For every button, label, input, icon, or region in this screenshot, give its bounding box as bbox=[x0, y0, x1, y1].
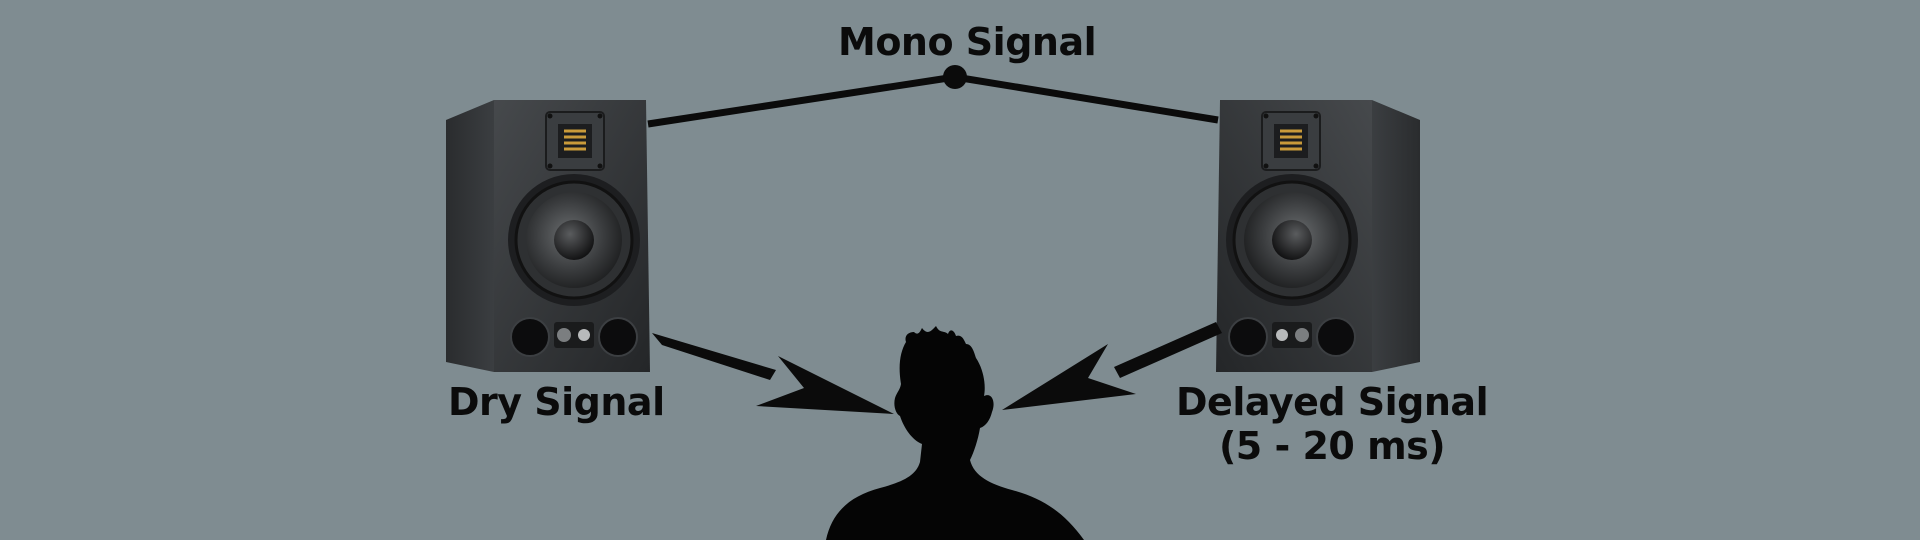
dry-arrow bbox=[652, 333, 894, 414]
mono-line-left bbox=[647, 73, 956, 128]
delayed-signal-label: Delayed Signal (5 - 20 ms) bbox=[1176, 380, 1489, 468]
dry-signal-label: Dry Signal bbox=[448, 380, 665, 424]
mono-signal-label: Mono Signal bbox=[838, 20, 1097, 64]
delayed-arrow bbox=[1002, 322, 1222, 410]
left-speaker-icon bbox=[446, 100, 652, 374]
right-speaker-icon bbox=[1214, 100, 1420, 374]
mono-line-right bbox=[954, 73, 1219, 124]
delayed-signal-range: (5 - 20 ms) bbox=[1218, 424, 1446, 468]
delayed-signal-title: Delayed Signal bbox=[1176, 380, 1489, 424]
listener-silhouette-icon bbox=[826, 326, 1084, 540]
mono-junction-dot bbox=[943, 65, 967, 89]
